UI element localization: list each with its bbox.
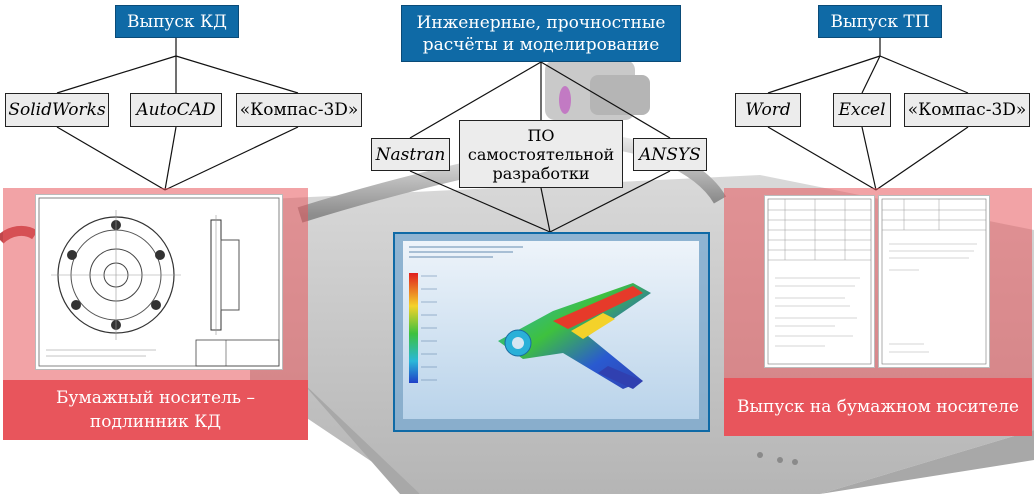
- tp-document-sheet-2: [878, 195, 990, 368]
- kompas-box-left: «Компас-3D»: [236, 93, 362, 127]
- kd-release-title-text: Выпуск КД: [127, 11, 227, 33]
- word-box: Word: [735, 93, 801, 127]
- kompas-label-right: «Компас-3D»: [908, 100, 1027, 120]
- tp-release-title: Выпуск ТП: [818, 5, 942, 38]
- nastran-box: Nastran: [371, 138, 450, 171]
- excel-label: Excel: [838, 100, 885, 120]
- custom-software-line3: разработки: [468, 164, 614, 183]
- kd-paper-footer: Бумажный носитель – подлинник КД: [3, 380, 308, 440]
- custom-software-line1: ПО: [468, 126, 614, 145]
- kd-footer-line1: Бумажный носитель –: [56, 386, 255, 410]
- autocad-box: AutoCAD: [130, 93, 222, 127]
- tp-document-sheet-1: [764, 195, 875, 368]
- tp-paper-footer: Выпуск на бумажном носителе: [724, 378, 1032, 436]
- engineering-calc-title-line1: Инженерные, прочностные: [417, 12, 666, 34]
- kompas-label-left: «Компас-3D»: [240, 100, 359, 120]
- kompas-box-right: «Компас-3D»: [904, 93, 1030, 127]
- autocad-label: AutoCAD: [136, 100, 215, 120]
- kd-release-title: Выпуск КД: [115, 5, 239, 38]
- engineering-calc-title: Инженерные, прочностные расчёты и модели…: [401, 5, 681, 62]
- process-document-page-2: [879, 196, 989, 367]
- solidworks-box: SolidWorks: [5, 93, 109, 127]
- kd-footer-line2: подлинник КД: [56, 410, 255, 434]
- ansys-box: ANSYS: [633, 138, 707, 171]
- excel-box: Excel: [833, 93, 891, 127]
- fea-stress-plot: [403, 241, 699, 419]
- tp-footer-text: Выпуск на бумажном носителе: [737, 395, 1019, 419]
- nastran-label: Nastran: [376, 145, 446, 165]
- ansys-label: ANSYS: [639, 145, 701, 165]
- engineering-drawing-image: [36, 195, 282, 369]
- custom-software-line2: самостоятельной: [468, 145, 614, 164]
- kd-drawing-sheet: [35, 194, 283, 370]
- word-label: Word: [745, 100, 791, 120]
- custom-software-box: ПО самостоятельной разработки: [459, 120, 623, 188]
- tp-release-title-text: Выпуск ТП: [830, 11, 929, 33]
- solidworks-label: SolidWorks: [8, 100, 105, 120]
- engineering-calc-title-line2: расчёты и моделирование: [417, 34, 666, 56]
- process-document-page-1: [765, 196, 874, 367]
- fea-simulation-image: [403, 241, 699, 419]
